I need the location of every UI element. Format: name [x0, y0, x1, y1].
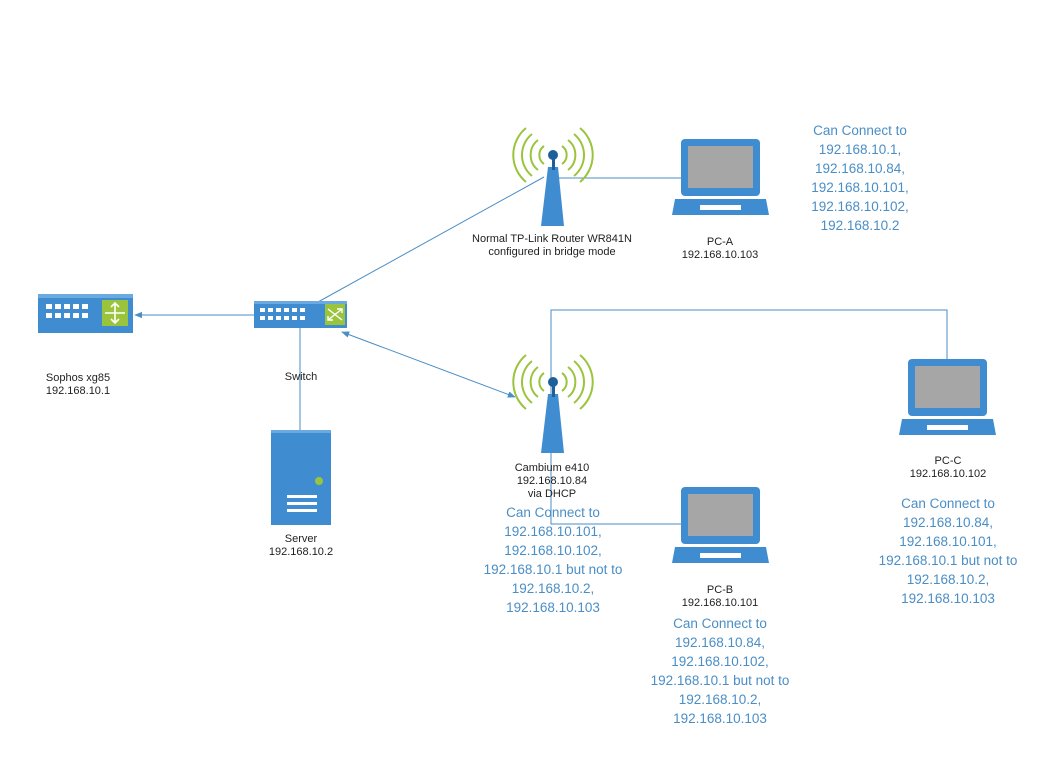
cambium-ap-icon: [512, 354, 594, 453]
pc-a-connectivity-note: Can Connect to 192.168.10.1, 192.168.10.…: [770, 121, 950, 235]
server-label: Server 192.168.10.2: [251, 533, 351, 559]
note-line: Can Connect to: [813, 123, 907, 138]
note-line: 192.168.10.103: [673, 711, 767, 726]
cambium-ip: 192.168.10.84: [516, 475, 588, 487]
note-line: 192.168.10.1 but not to: [650, 673, 790, 688]
pc-a-laptop-icon: [672, 139, 769, 215]
switch-cambium-line: [341, 331, 516, 398]
note-line: 192.168.10.2,: [906, 572, 990, 587]
switch-label: Switch: [262, 371, 340, 384]
note-line: 192.168.10.102,: [671, 654, 769, 669]
note-line: 192.168.10.84,: [674, 635, 766, 650]
sophos-ip: 192.168.10.1: [45, 385, 111, 397]
server-icon: [271, 430, 331, 525]
pc-a-ip: 192.168.10.103: [681, 249, 759, 261]
pc-c-ip: 192.168.10.102: [909, 468, 987, 480]
pc-c-name: PC-C: [934, 455, 962, 467]
pc-c-label: PC-C 192.168.10.102: [898, 455, 998, 481]
note-line: 192.168.10.2,: [511, 581, 595, 596]
note-line: 192.168.10.102,: [811, 199, 909, 214]
note-line: 192.168.10.2,: [678, 692, 762, 707]
note-line: 192.168.10.84,: [814, 161, 906, 176]
sophos-name: Sophos xg85: [45, 372, 111, 384]
server-name: Server: [284, 533, 318, 545]
note-line: 192.168.10.103: [901, 591, 995, 606]
note-line: Can Connect to: [901, 496, 995, 511]
note-line: 192.168.10.102,: [504, 543, 602, 558]
note-line: 192.168.10.101,: [899, 534, 997, 549]
cambium-name: Cambium e410: [514, 462, 590, 474]
cambium-to-pc-c-line: [550, 309, 951, 389]
switch-icon: [254, 301, 347, 328]
note-line: 192.168.10.101,: [504, 524, 602, 539]
pc-a-name: PC-A: [706, 236, 734, 248]
tplink-label: Normal TP-Link Router WR841N configured …: [452, 233, 652, 259]
pc-b-ip: 192.168.10.101: [681, 597, 759, 609]
pc-b-laptop-icon: [672, 487, 769, 563]
note-line: 192.168.10.2: [820, 218, 900, 233]
note-line: 192.168.10.101,: [811, 180, 909, 195]
pc-b-connectivity-note: Can Connect to 192.168.10.84, 192.168.10…: [630, 614, 810, 728]
note-line: 192.168.10.1,: [818, 142, 902, 157]
tplink-mode: configured in bridge mode: [488, 246, 616, 258]
note-line: 192.168.10.1 but not to: [483, 562, 623, 577]
pc-b-label: PC-B 192.168.10.101: [670, 584, 770, 610]
note-line: Can Connect to: [673, 616, 767, 631]
server-ip: 192.168.10.2: [268, 546, 334, 558]
cambium-connectivity-note: Can Connect to 192.168.10.101, 192.168.1…: [463, 503, 643, 617]
switch-name: Switch: [284, 371, 318, 383]
tplink-router-icon: [512, 127, 594, 226]
pc-a-label: PC-A 192.168.10.103: [670, 236, 770, 262]
note-line: 192.168.10.1 but not to: [878, 553, 1018, 568]
tplink-model: Normal TP-Link Router WR841N: [472, 233, 632, 245]
pc-b-name: PC-B: [706, 584, 734, 596]
note-line: 192.168.10.84,: [902, 515, 994, 530]
pc-c-connectivity-note: Can Connect to 192.168.10.84, 192.168.10…: [858, 494, 1038, 608]
cambium-mode: via DHCP: [527, 488, 577, 500]
cambium-label: Cambium e410 192.168.10.84 via DHCP: [492, 462, 612, 501]
sophos-firewall-icon: [38, 294, 133, 333]
pc-c-laptop-icon: [899, 359, 996, 435]
note-line: Can Connect to: [506, 505, 600, 520]
sophos-label: Sophos xg85 192.168.10.1: [30, 372, 126, 398]
note-line: 192.168.10.103: [506, 600, 600, 615]
switch-to-tplink-line: [317, 176, 545, 303]
